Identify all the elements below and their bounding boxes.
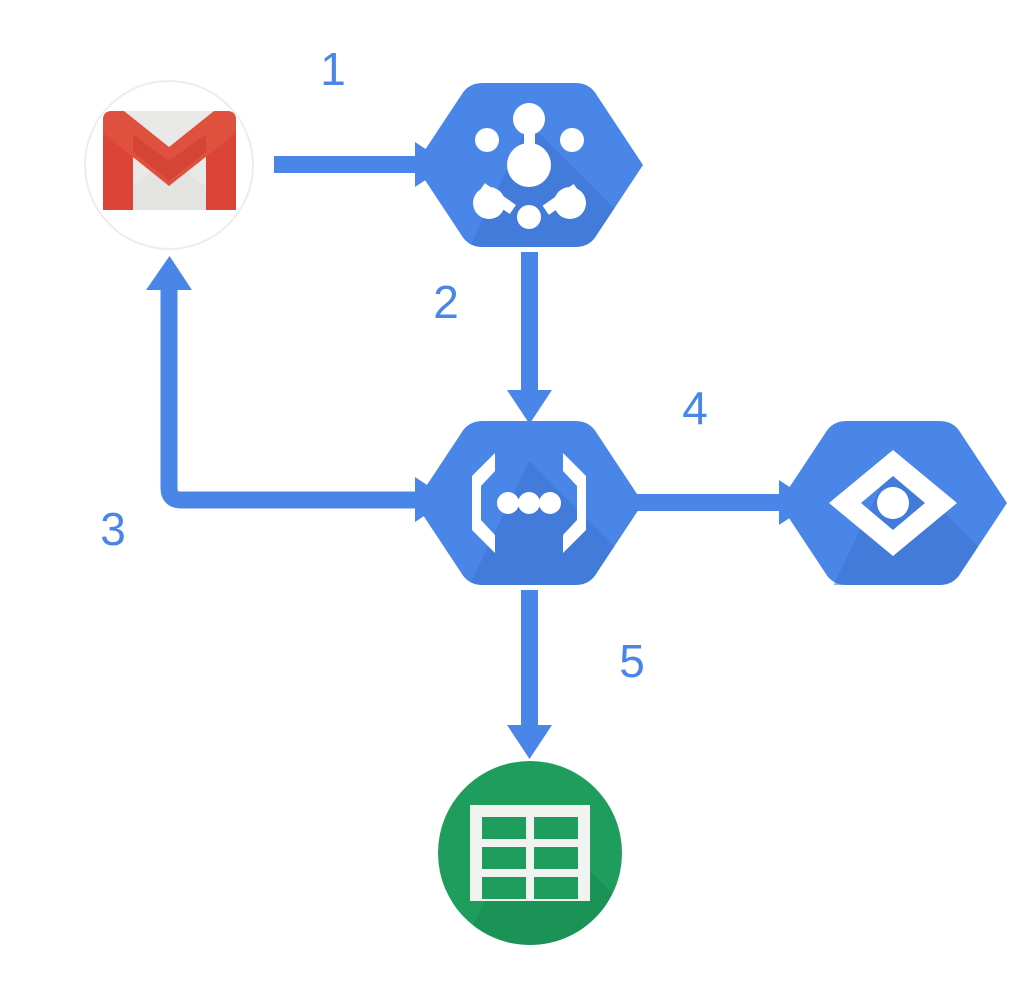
- edge-label-2: 2: [433, 276, 459, 328]
- cloud-pubsub-icon: [473, 103, 586, 229]
- edge-label-5: 5: [619, 635, 645, 687]
- node-cloud-functions[interactable]: [415, 421, 680, 668]
- node-google-sheets[interactable]: [430, 761, 681, 993]
- cloud-vision-icon: [829, 450, 957, 556]
- hexagon-shade: [794, 461, 1007, 585]
- google-sheets-icon: [470, 805, 590, 901]
- edge-5-arrow: [507, 590, 552, 759]
- cloud-functions-icon: [472, 453, 586, 553]
- node-cloud-pubsub[interactable]: [415, 83, 680, 330]
- hexagon-shade: [430, 123, 643, 247]
- edge-3-arrow: [146, 256, 449, 522]
- hexagon-shade: [430, 461, 643, 585]
- sheets-shade: [438, 811, 622, 945]
- node-cloud-vision[interactable]: [779, 421, 1020, 668]
- node-gmail[interactable]: [84, 80, 254, 250]
- edge-label-3: 3: [100, 503, 126, 555]
- edge-2-arrow: [507, 252, 552, 424]
- edge-label-4: 4: [682, 382, 708, 434]
- edge-label-1: 1: [320, 43, 346, 95]
- gmail-icon: [103, 111, 236, 210]
